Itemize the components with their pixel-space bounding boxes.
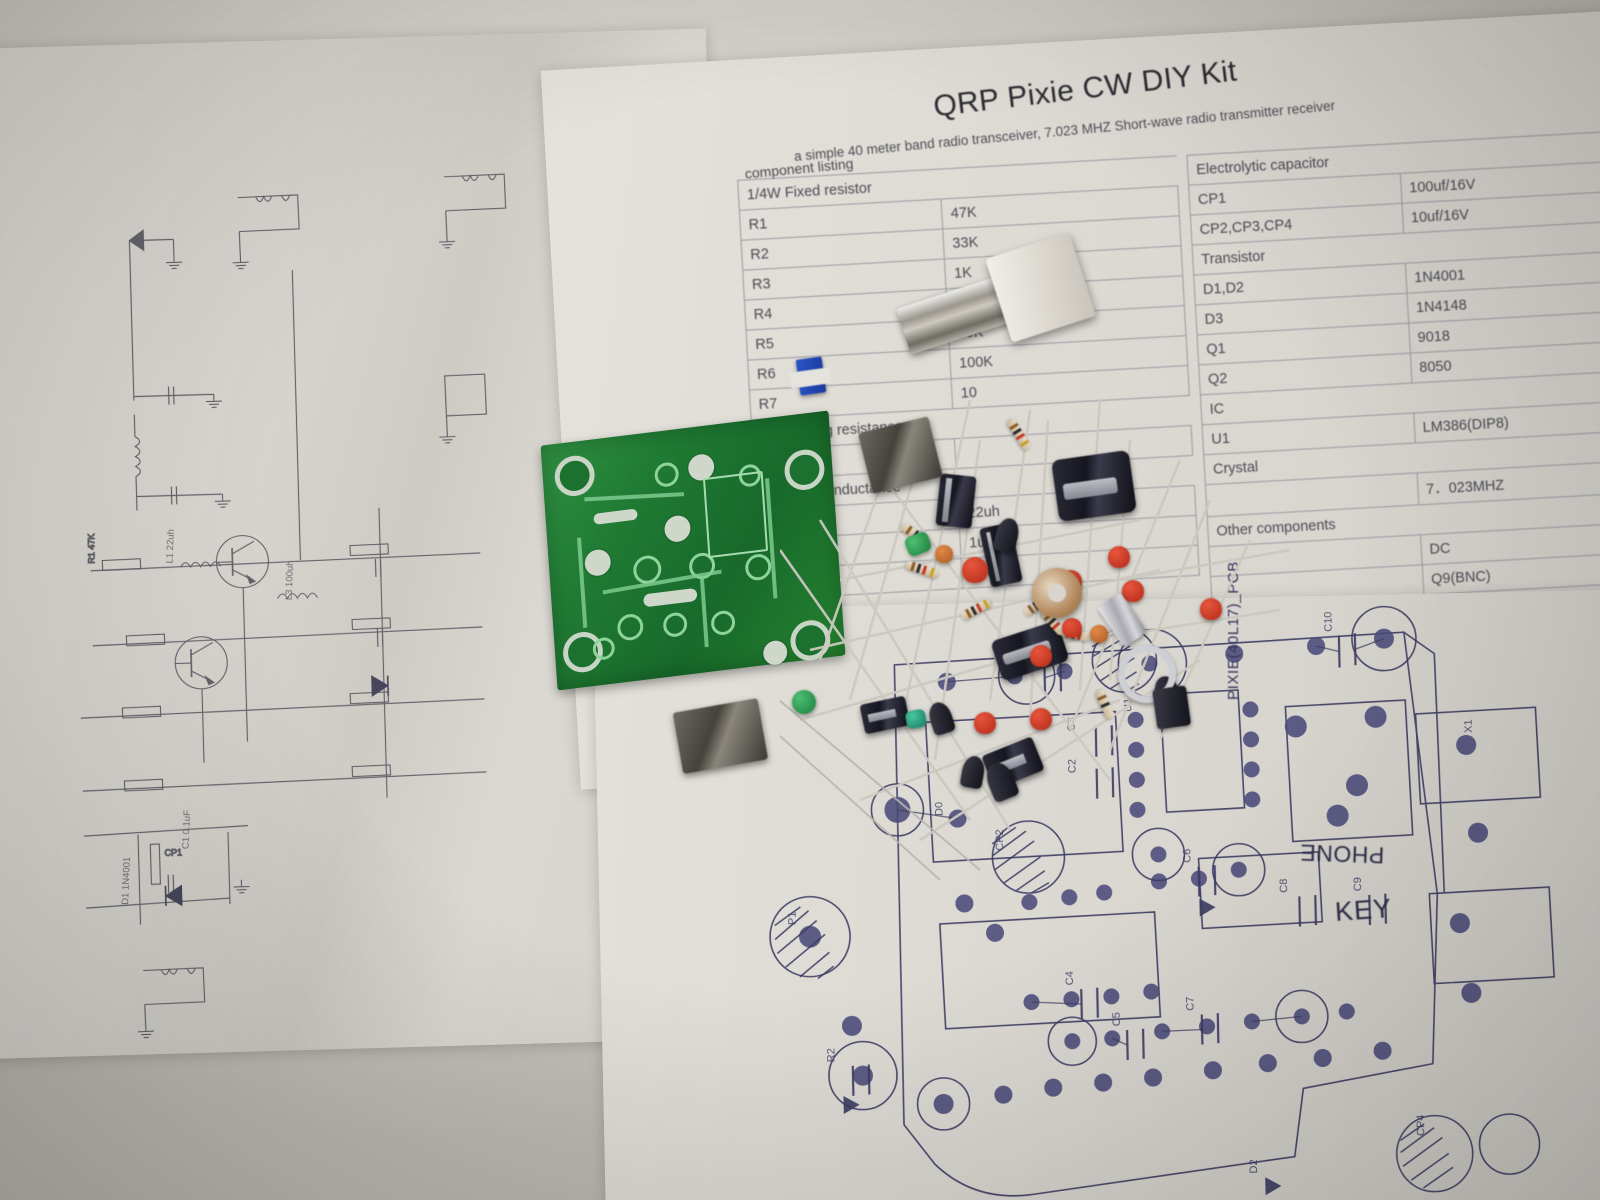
bare-green-pcb [540,410,846,691]
pcb-ic-outline [702,470,769,559]
pcb-silkscreen-name: PIXIE(40L17)_PCB [1225,561,1242,700]
3.5mm-jack-lower [672,698,769,775]
pcb-phone-label: PHONE [1299,839,1385,869]
svg-text:P1: P1 [787,911,799,925]
pcb-pad-ring [710,609,736,637]
pcb-layout-drawing: U1 C3 C2 CP3 C10 CP2 D0 P1 C6 C8 C9 C4 C… [769,605,1555,1197]
ring-inductor [1118,645,1176,703]
pcb-pad [762,639,788,667]
svg-text:C2: C2 [1066,759,1078,773]
pcb-key-label: KEY [1333,893,1393,927]
pcb-mount-hole [783,447,826,493]
pcb-trace [584,492,684,502]
svg-text:X1: X1 [1463,719,1475,733]
svg-text:CP2: CP2 [994,829,1006,851]
svg-text:U1: U1 [1122,698,1134,712]
pcb-pad-ring [662,611,688,639]
svg-text:D0: D0 [933,802,945,816]
svg-text:CP4: CP4 [1415,1114,1427,1136]
svg-text:D1 1N4001: D1 1N4001 [120,857,133,905]
pcb-slot [593,508,638,525]
svg-text:R2: R2 [825,1048,837,1062]
svg-text:C6: C6 [1181,849,1193,863]
pcb-mount-hole [553,453,596,499]
pcb-trace [699,576,709,648]
svg-text:C5: C5 [1111,1012,1123,1026]
electrolytic-capacitor-large [1051,449,1137,523]
jack-barrel [673,707,710,742]
svg-text:R1 47K: R1 47K [86,534,96,564]
pcb-pad-ring [616,612,645,642]
ceramic-disc-capacitor [1108,546,1130,568]
pcb-slot [643,587,698,608]
ceramic-disc-capacitor [1030,645,1052,667]
svg-text:C8: C8 [1278,879,1290,893]
pcb-pad [663,514,692,544]
svg-text:CP1: CP1 [164,847,182,857]
ceramic-disc-capacitor [974,712,996,734]
pcb-trace [577,537,588,628]
svg-text:C10: C10 [1322,611,1334,631]
svg-text:C7: C7 [1184,997,1196,1011]
ceramic-disc-capacitor [935,545,953,563]
pcb-pad-ring [744,552,773,582]
ceramic-disc-capacitor [962,557,988,583]
svg-text:C9: C9 [1352,877,1364,891]
pcb-pad-ring [653,461,680,489]
svg-text:C1 0.1uF: C1 0.1uF [180,810,193,850]
schematic-drawing: R1 47K [80,173,507,1039]
svg-text:L3 100uh: L3 100uh [284,560,297,600]
electrolytic-capacitor [935,473,977,529]
ceramic-disc-capacitor [1062,618,1082,638]
ceramic-disc-capacitor [1122,580,1144,602]
svg-text:C4: C4 [1064,971,1076,985]
svg-text:D2: D2 [1248,1159,1260,1173]
pcb-pad [583,548,612,578]
dc-jack-body [1152,685,1192,730]
ceramic-disc-capacitor [1090,625,1108,643]
svg-text:L1 22uh: L1 22uh [164,529,176,564]
pcb-pad-ring [592,636,616,661]
ceramic-disc-capacitor [1030,708,1052,730]
svg-text:C3: C3 [1066,717,1078,731]
ceramic-disc-capacitor [1200,598,1222,620]
pcb-mount-hole [789,617,832,663]
